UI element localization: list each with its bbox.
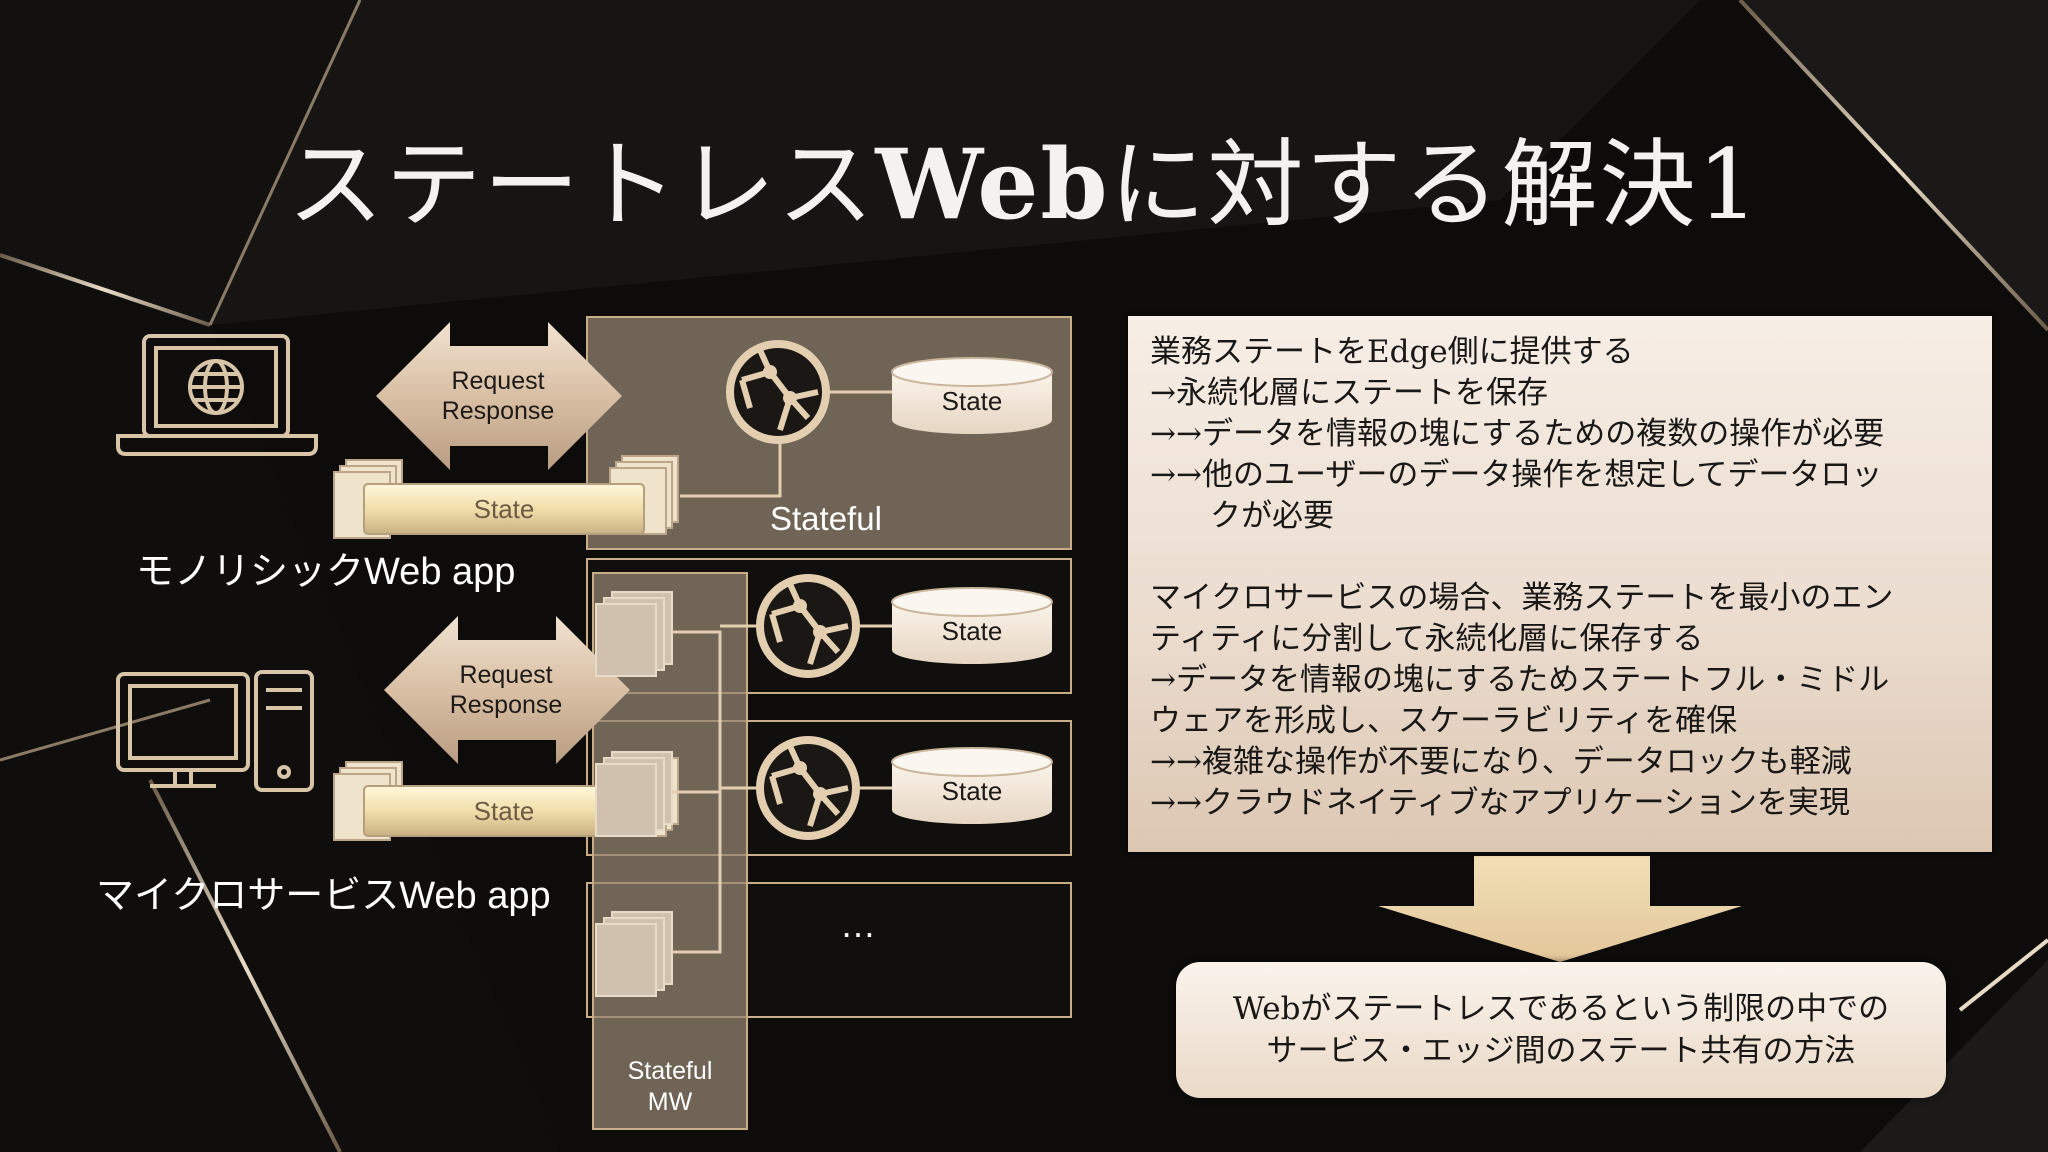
service-node-icon xyxy=(726,340,830,444)
database-icon xyxy=(891,747,1053,824)
text-line: →→クラウドネイティブなアプリケーションを実現 xyxy=(1150,785,1850,821)
request-response-label-top: Request Response xyxy=(398,366,598,426)
mw-line-1: Stateful xyxy=(627,1057,713,1085)
stateful-mw-label: Stateful MW xyxy=(592,1056,748,1118)
text-line: マイクロサービスの場合、業務ステートを最小のエン xyxy=(1150,580,1894,616)
text-line: →データを情報の塊にするためステートフル・ミドル xyxy=(1150,662,1890,698)
state-bar-label-bottom: State xyxy=(473,796,535,826)
microservice-caption: マイクロサービスWeb app xyxy=(96,875,551,917)
laptop-icon xyxy=(116,334,318,456)
response-label: Response xyxy=(441,397,555,425)
database-label: State xyxy=(941,776,1003,806)
title-bold: Web xyxy=(875,128,1110,241)
text-line: →→データを情報の塊にするための複数の操作が必要 xyxy=(1150,416,1885,452)
conclusion-line-1: Webがステートレスであるという制限の中での xyxy=(1232,991,1890,1027)
request-response-arrow-bottom xyxy=(384,616,630,764)
service-node-icon xyxy=(756,736,860,840)
text-line: →→他のユーザーのデータ操作を想定してデータロッ xyxy=(1150,457,1883,493)
database-icon xyxy=(891,357,1053,434)
conclusion-line-2: サービス・エッジ間のステート共有の方法 xyxy=(1266,1033,1856,1069)
service-node-icon xyxy=(756,574,860,678)
stateful-label: Stateful xyxy=(770,500,882,537)
database-label: State xyxy=(941,616,1003,646)
request-label: Request xyxy=(451,367,545,395)
more-services-ellipsis: … xyxy=(840,904,880,945)
state-bar-label-top: State xyxy=(473,494,535,524)
request-label: Request xyxy=(459,661,553,689)
title-prefix: ステートレス xyxy=(287,129,876,241)
text-line: →→複雑な操作が不要になり、データロックも軽減 xyxy=(1150,744,1852,780)
text-line: ティティに分割して永続化層に保存する xyxy=(1150,621,1704,657)
slide-title: ステートレスWebに対する解決1 xyxy=(0,120,2048,250)
blank-line xyxy=(1150,537,1970,578)
conclusion-box: Webがステートレスであるという制限の中での サービス・エッジ間のステート共有の… xyxy=(1176,962,1946,1098)
mw-document-icons xyxy=(595,591,673,997)
state-bar-top xyxy=(363,483,645,535)
explanation-box: 業務ステートをEdge側に提供する →永続化層にステートを保存 →→データを情報… xyxy=(1128,316,1992,852)
desktop-pc-icon xyxy=(116,670,314,792)
title-suffix: に対する解決1 xyxy=(1109,129,1761,241)
down-arrow xyxy=(1378,856,1742,962)
mw-line-2: MW xyxy=(647,1088,693,1116)
text-line: ウェアを形成し、スケーラビリティを確保 xyxy=(1150,703,1738,739)
request-response-arrow-top xyxy=(376,322,622,470)
text-line: →永続化層にステートを保存 xyxy=(1150,375,1548,411)
database-label: State xyxy=(941,386,1003,416)
response-label: Response xyxy=(449,691,563,719)
monolith-caption: モノリシックWeb app xyxy=(136,551,516,593)
text-line: クが必要 xyxy=(1210,498,1334,534)
database-icon xyxy=(891,587,1053,664)
text-line: 業務ステートをEdge側に提供する xyxy=(1150,334,1634,370)
request-response-label-bottom: Request Response xyxy=(406,660,606,720)
